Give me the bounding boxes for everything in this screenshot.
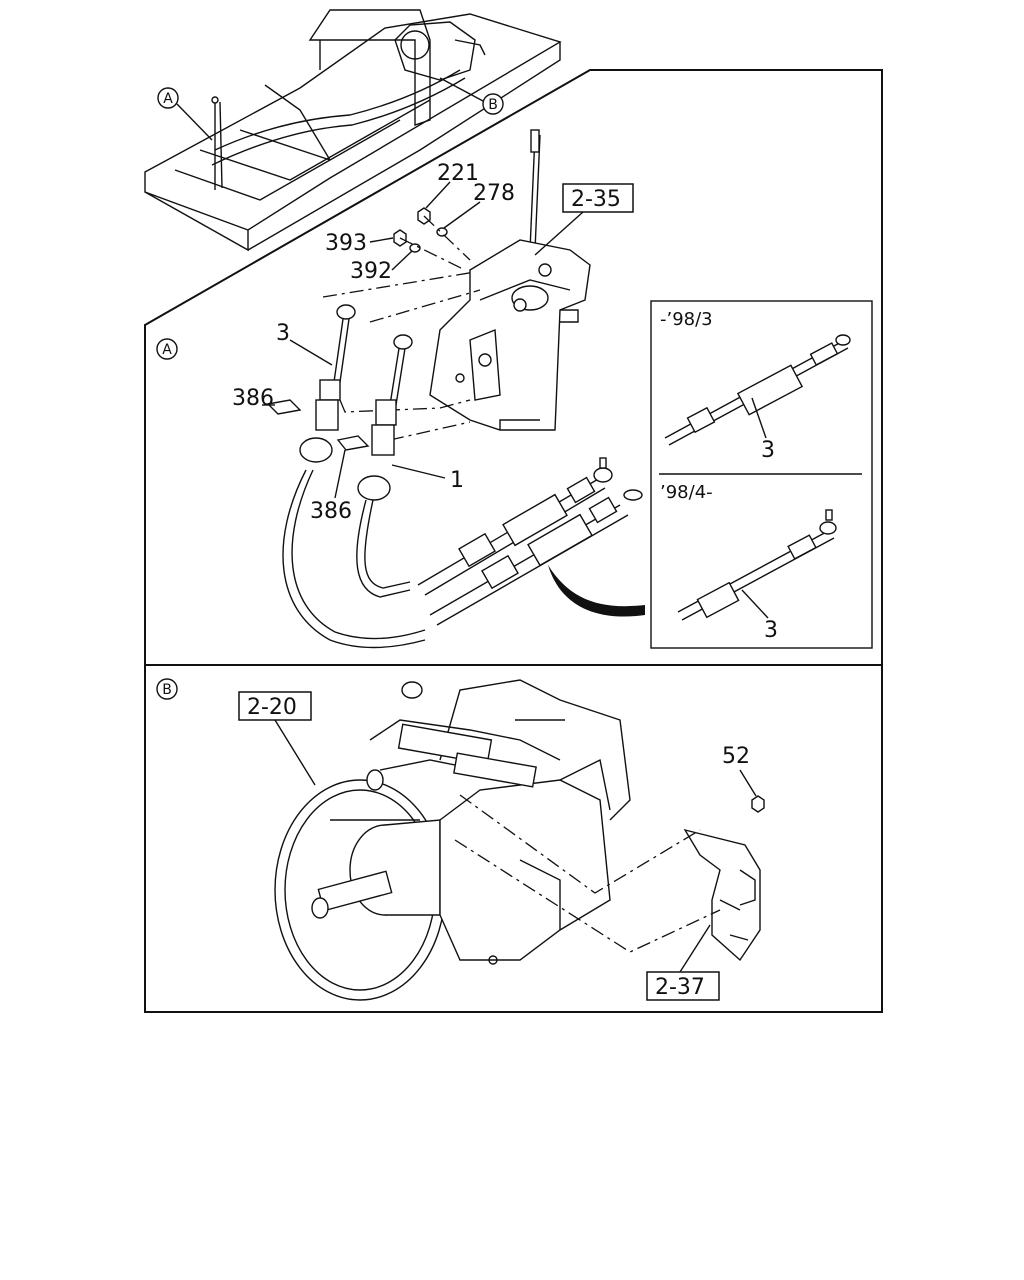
reference-box-2-37: 2-37 (646, 924, 720, 1001)
clip-386-top (266, 399, 302, 415)
cables-transmission-end (417, 457, 643, 626)
cable-variant-inset (650, 300, 873, 649)
vehicle-frame-overview (144, 9, 562, 252)
svg-text:386: 386 (232, 386, 274, 411)
svg-text:386: 386 (310, 499, 352, 524)
view-a-marker: A (156, 338, 178, 360)
svg-text:392: 392 (350, 259, 392, 284)
svg-text:3: 3 (276, 321, 290, 346)
leader-dash-b1 (459, 794, 701, 894)
view-b-marker: B (156, 678, 178, 700)
part-label-1: 1 (391, 464, 464, 493)
svg-text:A: A (162, 342, 172, 358)
leader-dash-b2 (454, 839, 721, 953)
svg-text:393: 393 (325, 231, 367, 256)
svg-text:2-37: 2-37 (655, 975, 705, 1000)
main-border (144, 69, 883, 1013)
part-label-3-inset-bottom: 3 (741, 589, 778, 643)
inset-cable-late (677, 509, 837, 621)
svg-text:2-20: 2-20 (247, 695, 297, 720)
clip-386-bottom (336, 435, 370, 451)
svg-text:278: 278 (473, 181, 515, 206)
part-label-3-main: 3 (276, 321, 333, 366)
part-label-386-top: 386 (232, 386, 275, 411)
inset-period-bottom: ’98/4- (660, 482, 713, 503)
svg-text:3: 3 (764, 618, 778, 643)
svg-text:1: 1 (450, 468, 464, 493)
reference-box-2-35: 2-35 (534, 183, 634, 256)
inset-arrow (548, 565, 645, 617)
reference-box-2-20: 2-20 (238, 691, 316, 786)
part-label-386-bottom: 386 (310, 449, 352, 524)
svg-text:B: B (488, 97, 498, 113)
part-label-393: 393 (325, 231, 394, 256)
mounting-bracket (683, 828, 761, 962)
leader-dash-2 (369, 289, 481, 323)
svg-text:B: B (162, 682, 172, 698)
svg-text:A: A (163, 91, 173, 107)
gear-shift-housing (429, 129, 591, 431)
callout-b-overview: B (439, 77, 504, 115)
leader-dash-1 (322, 271, 476, 298)
leader-dash-4 (389, 421, 471, 441)
shift-cable-3 (282, 304, 426, 649)
inset-period-top: -’98/3 (660, 309, 713, 330)
part-label-392: 392 (350, 250, 413, 284)
part-label-3-inset-top: 3 (751, 397, 775, 463)
select-cable-1 (356, 334, 413, 598)
svg-text:2-35: 2-35 (571, 187, 621, 212)
part-label-52: 52 (722, 744, 757, 797)
small-parts-cluster (393, 207, 471, 271)
part-label-278: 278 (443, 181, 515, 229)
svg-text:3: 3 (761, 438, 775, 463)
nut-52 (751, 795, 765, 813)
svg-text:52: 52 (722, 744, 750, 769)
callout-a-overview: A (157, 87, 213, 141)
part-label-221: 221 (425, 161, 479, 209)
transmission-assembly (274, 679, 631, 1001)
svg-text:221: 221 (437, 161, 479, 186)
